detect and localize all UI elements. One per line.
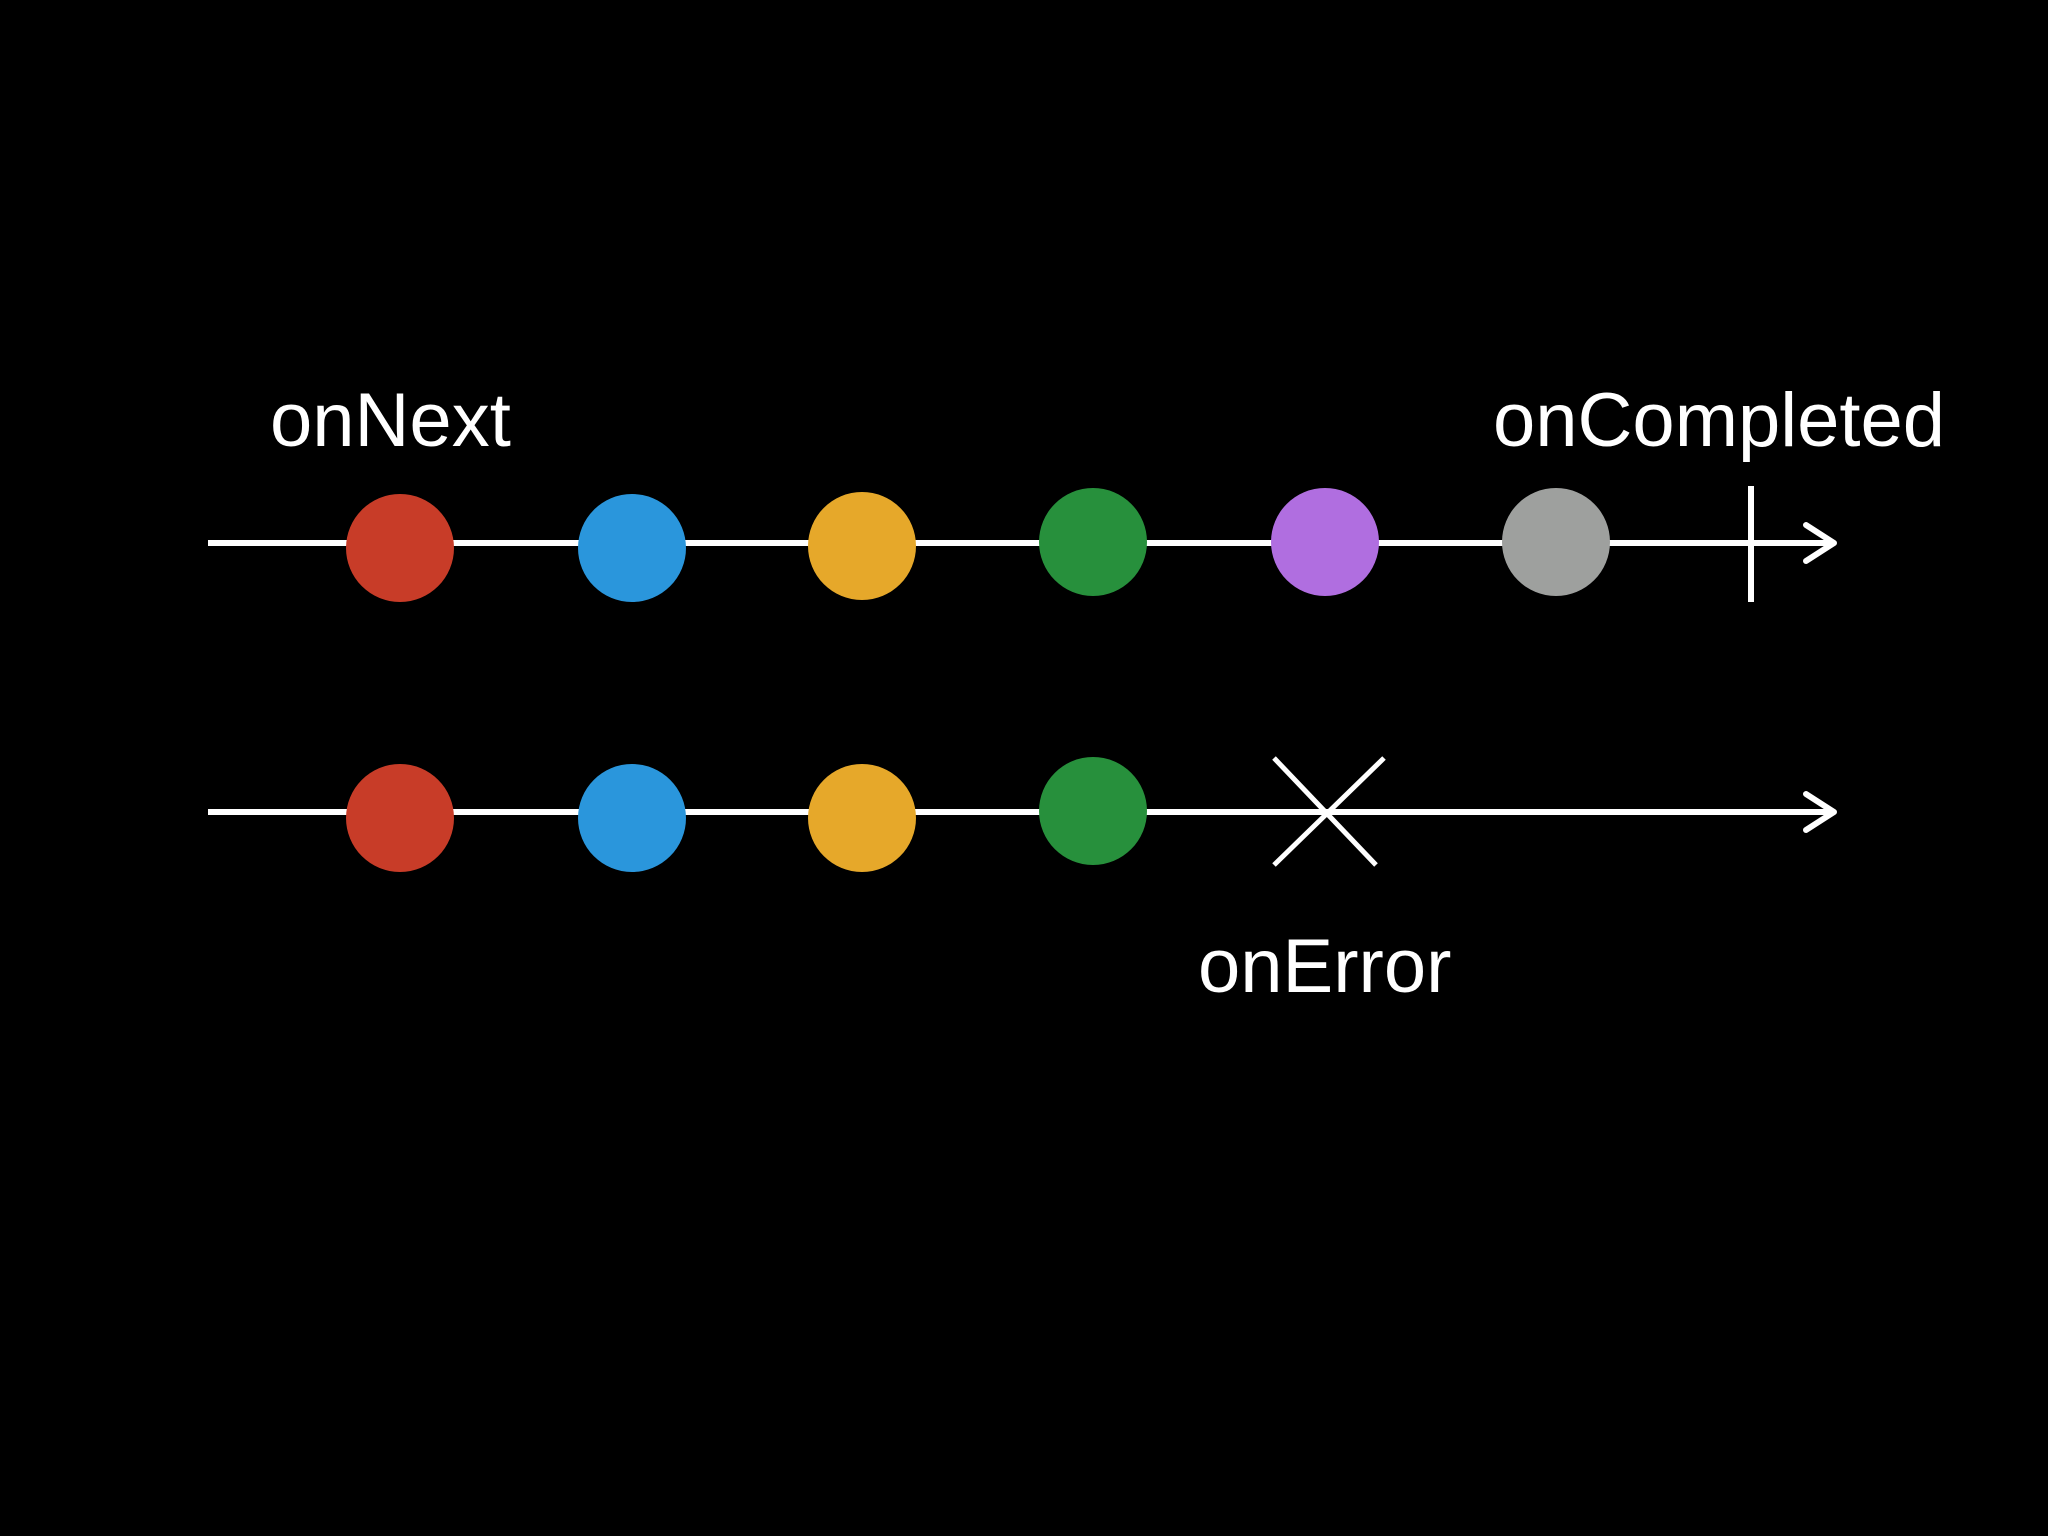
label-on-completed: onCompleted	[1493, 378, 1945, 463]
event-marble-green	[1039, 757, 1147, 865]
event-marble-yellow	[808, 764, 916, 872]
event-marble-green	[1039, 488, 1147, 596]
event-marble-red	[346, 764, 454, 872]
label-on-next: onNext	[270, 378, 511, 463]
event-marble-gray	[1502, 488, 1610, 596]
label-on-error: onError	[1198, 924, 1451, 1009]
timeline-arrowhead	[1803, 522, 1837, 564]
event-marble-purple	[1271, 488, 1379, 596]
timeline-arrowhead	[1803, 791, 1837, 833]
event-marble-red	[346, 494, 454, 602]
error-marker	[1272, 756, 1386, 867]
event-marble-blue	[578, 494, 686, 602]
completed-stream	[208, 486, 1837, 602]
event-marble-blue	[578, 764, 686, 872]
error-stream	[208, 756, 1837, 872]
event-marble-yellow	[808, 492, 916, 600]
